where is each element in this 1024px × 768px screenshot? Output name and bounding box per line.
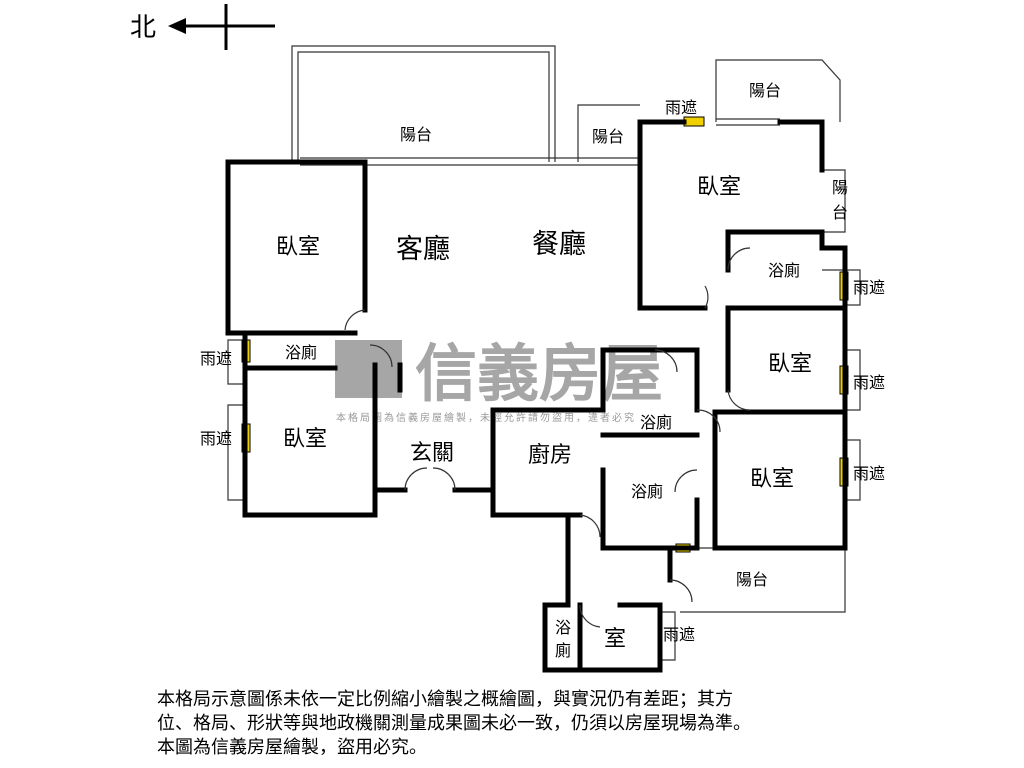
label-bath-right: 浴廁 — [768, 261, 800, 280]
label-balcony-top: 陽台 — [400, 125, 432, 144]
label-balcony-small: 陽台 — [592, 127, 624, 146]
label-bath-center-top: 浴廁 — [640, 413, 672, 432]
label-balcony-right-b: 台 — [832, 203, 848, 222]
label-bath-bottom-b: 廁 — [555, 641, 571, 660]
label-bath-bottom-a: 浴 — [555, 618, 571, 637]
label-bedroom-right-bottom: 臥室 — [750, 467, 794, 492]
north-label: 北 — [130, 13, 156, 43]
label-bedroom-right-mid: 臥室 — [768, 352, 812, 377]
label-awning-right-2: 雨遮 — [853, 373, 885, 392]
label-room-bottom: 室 — [604, 627, 626, 652]
label-bedroom-master: 臥室 — [697, 175, 741, 200]
label-awning-left-2: 雨遮 — [200, 429, 232, 448]
disclaimer-line-2: 位、格局、形狀等與地政機關測量成果圖未必一致，仍須以房屋現場為準。 — [157, 713, 751, 734]
label-balcony-top-right: 陽台 — [749, 81, 781, 100]
room-labels: 陽台 陽台 陽台 陽 台 陽台 雨遮 雨遮 雨遮 雨遮 雨遮 雨遮 雨遮 臥室 … — [200, 81, 885, 660]
doors — [344, 247, 751, 628]
watermark-logo — [335, 340, 402, 398]
balconies — [227, 45, 861, 661]
label-awning-left-1: 雨遮 — [200, 349, 232, 368]
label-awning-bottom: 雨遮 — [663, 625, 695, 644]
disclaimer: 本格局示意圖係未依一定比例縮小繪製之概繪圖，與實況仍有差距；其方 位、格局、形狀… — [157, 688, 751, 760]
label-awning-right-1: 雨遮 — [853, 278, 885, 297]
label-kitchen: 廚房 — [528, 443, 572, 468]
watermark-notice: 本格局圖為信義房屋繪製，未經允許請勿盜用，違者必究 — [336, 411, 636, 424]
label-dining-room: 餐廳 — [532, 229, 586, 260]
label-awning-right-3: 雨遮 — [853, 464, 885, 483]
label-bath-center-bottom: 浴廁 — [631, 482, 663, 501]
north-arrow: 北 — [130, 4, 275, 50]
label-bedroom-left-bottom: 臥室 — [283, 427, 327, 452]
label-balcony-bottom: 陽台 — [736, 570, 768, 589]
watermark: 信義房屋 本格局圖為信義房屋繪製，未經允許請勿盜用，違者必究 — [335, 337, 663, 424]
disclaimer-line-3: 本圖為信義房屋繪製，盜用必究。 — [157, 737, 427, 758]
label-awning-top: 雨遮 — [665, 98, 697, 117]
walls — [225, 119, 848, 673]
label-bedroom-left-top: 臥室 — [276, 235, 320, 260]
disclaimer-line-1: 本格局示意圖係未依一定比例縮小繪製之概繪圖，與實況仍有差距；其方 — [157, 689, 733, 710]
label-foyer: 玄關 — [410, 441, 454, 466]
label-bath-left: 浴廁 — [285, 343, 317, 362]
label-living-room: 客廳 — [396, 234, 450, 265]
label-balcony-right-a: 陽 — [832, 178, 848, 197]
